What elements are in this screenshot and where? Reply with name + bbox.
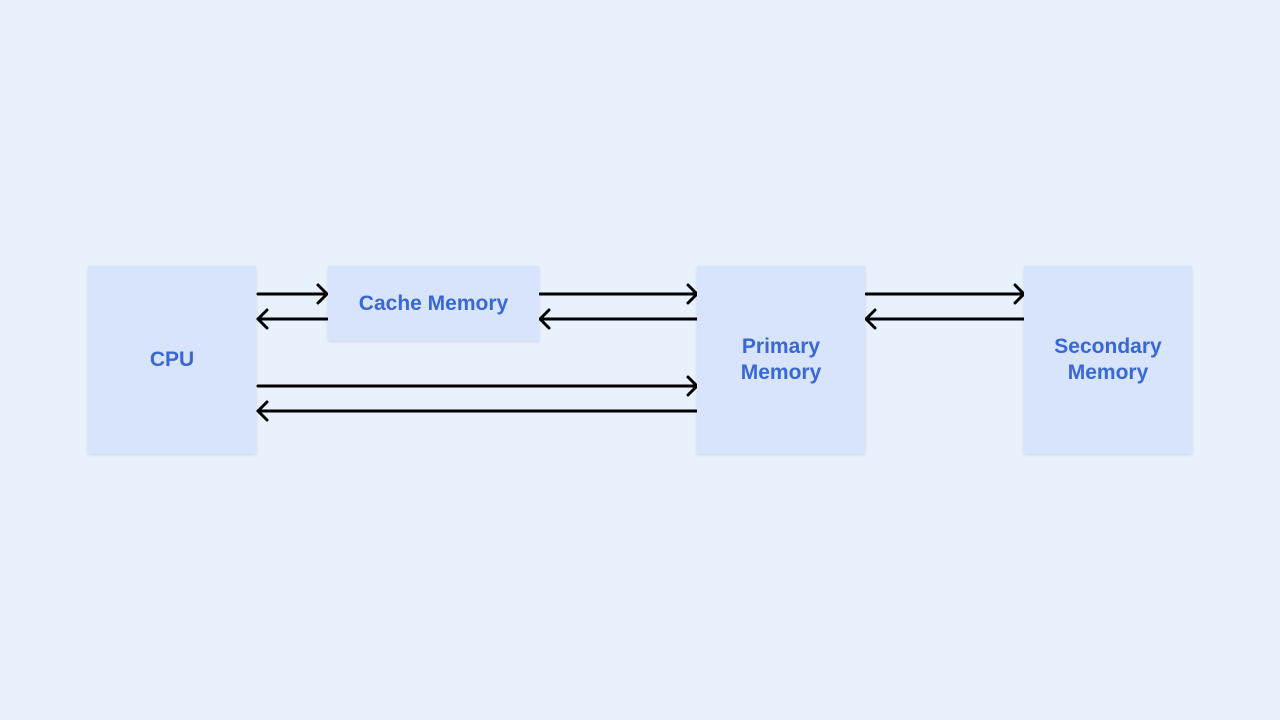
primary-memory-label: Primary Memory	[740, 335, 822, 384]
arrow-primary-to-cpu	[256, 400, 699, 422]
cpu-node: CPU	[88, 266, 256, 454]
arrow-cache-to-cpu	[256, 308, 329, 330]
primary-memory-node: Primary Memory	[697, 266, 865, 454]
secondary-memory-node: Secondary Memory	[1024, 266, 1192, 454]
arrow-primary-to-cache	[538, 308, 699, 330]
arrow-cache-to-primary	[538, 283, 699, 305]
arrow-secondary-to-primary	[864, 308, 1027, 330]
cache-memory-node: Cache Memory	[328, 266, 539, 341]
secondary-memory-label: Secondary Memory	[1054, 335, 1162, 384]
arrow-primary-to-secondary	[864, 283, 1026, 305]
cache-memory-label: Cache Memory	[358, 291, 509, 315]
arrow-cpu-to-cache	[256, 283, 329, 305]
cpu-label: CPU	[149, 348, 195, 371]
arrow-cpu-to-primary	[256, 375, 699, 397]
